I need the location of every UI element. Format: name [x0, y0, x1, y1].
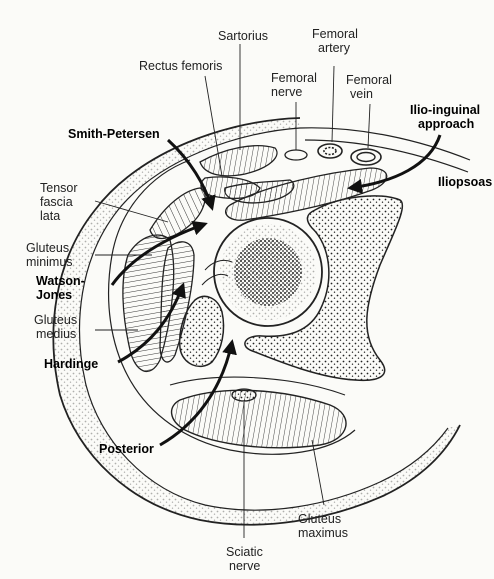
label-tensor-2: fascia [40, 196, 73, 209]
femoral-artery-lumen [324, 148, 336, 155]
label-gluteus-minimus-2: minimus [26, 256, 73, 269]
label-tensor-1: Tensor [40, 182, 78, 195]
label-watson-jones-2: Jones [36, 289, 72, 302]
label-femoral-vein-1: Femoral [346, 74, 392, 87]
label-ilio-inguinal-1: Ilio-inguinal [410, 104, 480, 117]
label-femoral-nerve-1: Femoral [271, 72, 317, 85]
label-femoral-vein-2: vein [350, 88, 373, 101]
label-ilio-inguinal-2: approach [418, 118, 474, 131]
label-femoral-nerve-2: nerve [271, 86, 302, 99]
label-sartorius: Sartorius [218, 30, 268, 43]
sartorius-muscle [200, 146, 277, 176]
label-femoral-artery-2: artery [318, 42, 350, 55]
label-smith-petersen: Smith-Petersen [68, 128, 160, 141]
label-femoral-artery-1: Femoral [312, 28, 358, 41]
label-gluteus-medius-2: medius [36, 328, 76, 341]
label-iliopsoas: Iliopsoas [438, 176, 492, 189]
femoral-head-cancellous-edge [220, 224, 316, 320]
label-sciatic-nerve-2: nerve [229, 560, 260, 573]
femoral-vein-shape [351, 149, 381, 165]
label-sciatic-nerve-1: Sciatic [226, 546, 263, 559]
label-gluteus-maximus-2: maximus [298, 527, 348, 540]
anterior-fascia [300, 128, 470, 172]
label-gluteus-medius-1: Gluteus [34, 314, 77, 327]
label-gluteus-minimus-1: Gluteus [26, 242, 69, 255]
label-gluteus-maximus-1: Gluteus [298, 513, 341, 526]
femoral-nerve-shape [285, 150, 307, 160]
sciatic-nerve-shape [232, 389, 256, 401]
label-tensor-3: lata [40, 210, 60, 223]
femoral-vein-lumen [357, 153, 375, 162]
label-watson-jones-1: Watson- [36, 275, 85, 288]
label-rectus-femoris: Rectus femoris [139, 60, 222, 73]
label-hardinge: Hardinge [44, 358, 98, 371]
label-posterior: Posterior [99, 443, 154, 456]
tensor-fascia-lata-muscle [150, 188, 205, 238]
femoral-artery-shape [318, 144, 342, 158]
